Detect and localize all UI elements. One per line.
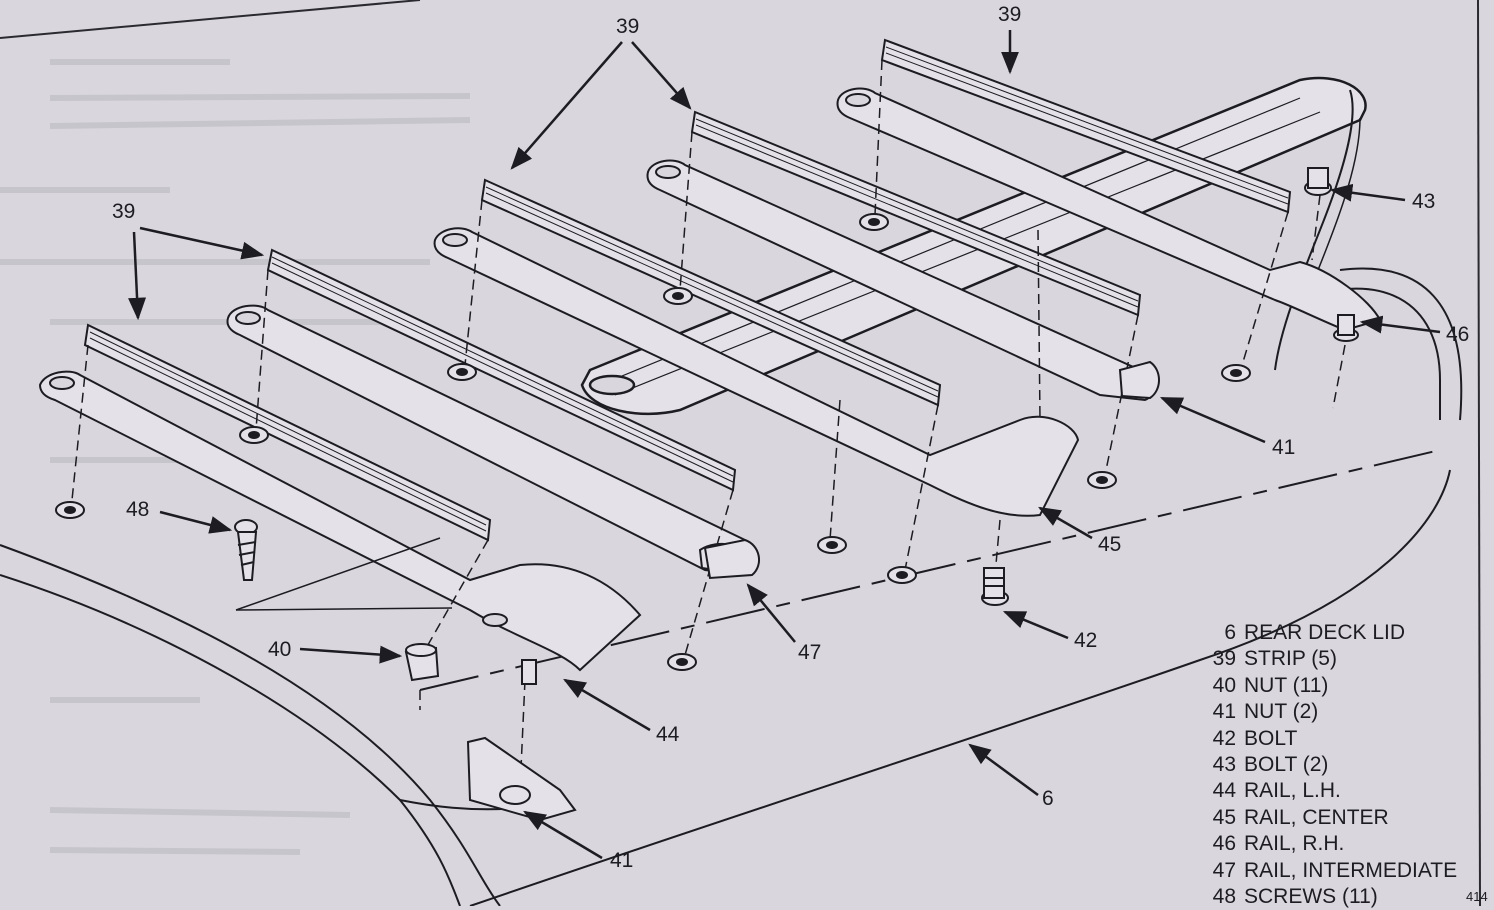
assembly-lines [71, 59, 1346, 791]
nut-9 [1087, 471, 1117, 489]
callout-46: 46 [1446, 323, 1470, 346]
callout-39-top-center: 39 [616, 15, 640, 38]
rail-left-hand [38, 370, 642, 672]
nut-7 [887, 566, 917, 584]
callout-6: 6 [1042, 787, 1054, 810]
callout-45: 45 [1098, 533, 1122, 556]
bolt-46-stud [1333, 314, 1359, 342]
nut-3 [447, 363, 477, 381]
fasteners [234, 167, 1359, 685]
figure-id: 414 [1466, 889, 1488, 904]
callout-43: 43 [1412, 190, 1436, 213]
callout-48: 48 [126, 498, 150, 521]
rear-deck-lid [0, 267, 1463, 906]
nut-5 [859, 213, 889, 231]
callout-42: 42 [1074, 629, 1098, 652]
bolt-43 [1304, 167, 1332, 196]
screw-guide-lines [235, 537, 453, 611]
callout-39-top-right: 39 [998, 3, 1022, 26]
nut-6 [817, 536, 847, 554]
show-through-lines [0, 59, 471, 855]
nut-1 [55, 501, 85, 519]
stud-44 [521, 659, 537, 685]
callout-39-left: 39 [112, 200, 136, 223]
strip-4 [690, 110, 1142, 317]
nut-8 [667, 653, 697, 671]
callout-47: 47 [798, 641, 822, 664]
screw-48 [234, 519, 258, 581]
nut-2 [239, 426, 269, 444]
callout-44: 44 [656, 723, 680, 746]
callout-40: 40 [268, 638, 292, 661]
strip-group [83, 38, 1292, 542]
callout-41-right: 41 [1272, 436, 1296, 459]
nut-group [55, 213, 1251, 682]
bolt-42 [981, 567, 1009, 606]
callout-41-bottom: 41 [610, 849, 634, 872]
nut-40-detail [404, 643, 440, 682]
nut-10 [1221, 364, 1251, 382]
leader-arrows [128, 30, 1441, 860]
end-caps [466, 360, 1160, 822]
nut-4 [663, 287, 693, 305]
